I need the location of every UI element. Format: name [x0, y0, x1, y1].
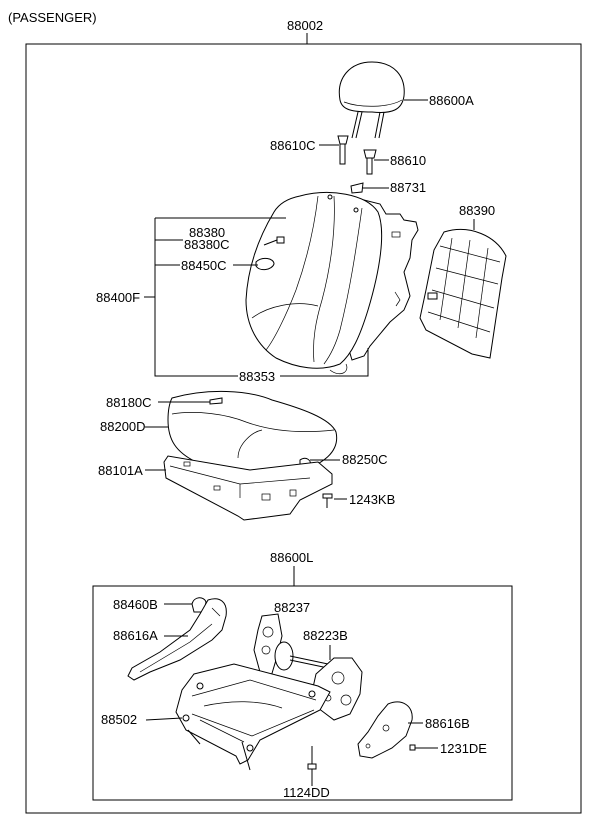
seatback-drawing	[245, 192, 419, 375]
subassembly-number: 88600L	[270, 550, 313, 565]
label-88616B: 88616B	[425, 716, 470, 731]
headrest-guides-drawing	[337, 135, 377, 194]
side-cover-left-drawing	[127, 598, 227, 681]
seatback-board-drawing	[419, 228, 507, 359]
label-88610C: 88610C	[270, 138, 316, 153]
label-88237: 88237	[274, 600, 310, 615]
label-88460B: 88460B	[113, 597, 158, 612]
label-88101A: 88101A	[98, 463, 143, 478]
screw-1231DE-drawing	[409, 744, 416, 751]
disc-shaft-drawing	[274, 641, 329, 671]
side-cover-right-drawing	[357, 701, 413, 759]
label-88450C: 88450C	[181, 258, 227, 273]
subassembly-frame	[92, 585, 513, 801]
label-88380: 88380	[189, 225, 225, 240]
seat-pan-drawing	[163, 455, 333, 521]
label-88223B: 88223B	[303, 628, 348, 643]
recliner-88223B-drawing	[311, 657, 363, 721]
assembly-number: 88002	[287, 18, 323, 33]
label-88400F: 88400F	[96, 290, 140, 305]
label-1124DD: 1124DD	[283, 785, 330, 800]
bolt-1124DD-drawing	[307, 746, 317, 770]
label-88610: 88610	[390, 153, 426, 168]
variant-label: (PASSENGER)	[8, 10, 97, 25]
assembly-frame	[25, 43, 582, 814]
label-88502: 88502	[101, 712, 137, 727]
bolt-1243KB-drawing	[322, 493, 333, 508]
label-1243KB: 1243KB	[349, 492, 395, 507]
seat-frame-drawing	[175, 663, 331, 771]
label-88380C: 88380C	[184, 237, 230, 252]
label-88250C: 88250C	[342, 452, 388, 467]
label-88180C: 88180C	[106, 395, 152, 410]
label-88616A: 88616A	[113, 628, 158, 643]
headrest-drawing	[338, 61, 405, 139]
label-88200D: 88200D	[100, 419, 146, 434]
label-88390: 88390	[459, 203, 495, 218]
label-88600A: 88600A	[429, 93, 474, 108]
label-88353: 88353	[239, 369, 275, 384]
label-1231DE: 1231DE	[440, 741, 487, 756]
label-88731: 88731	[390, 180, 426, 195]
